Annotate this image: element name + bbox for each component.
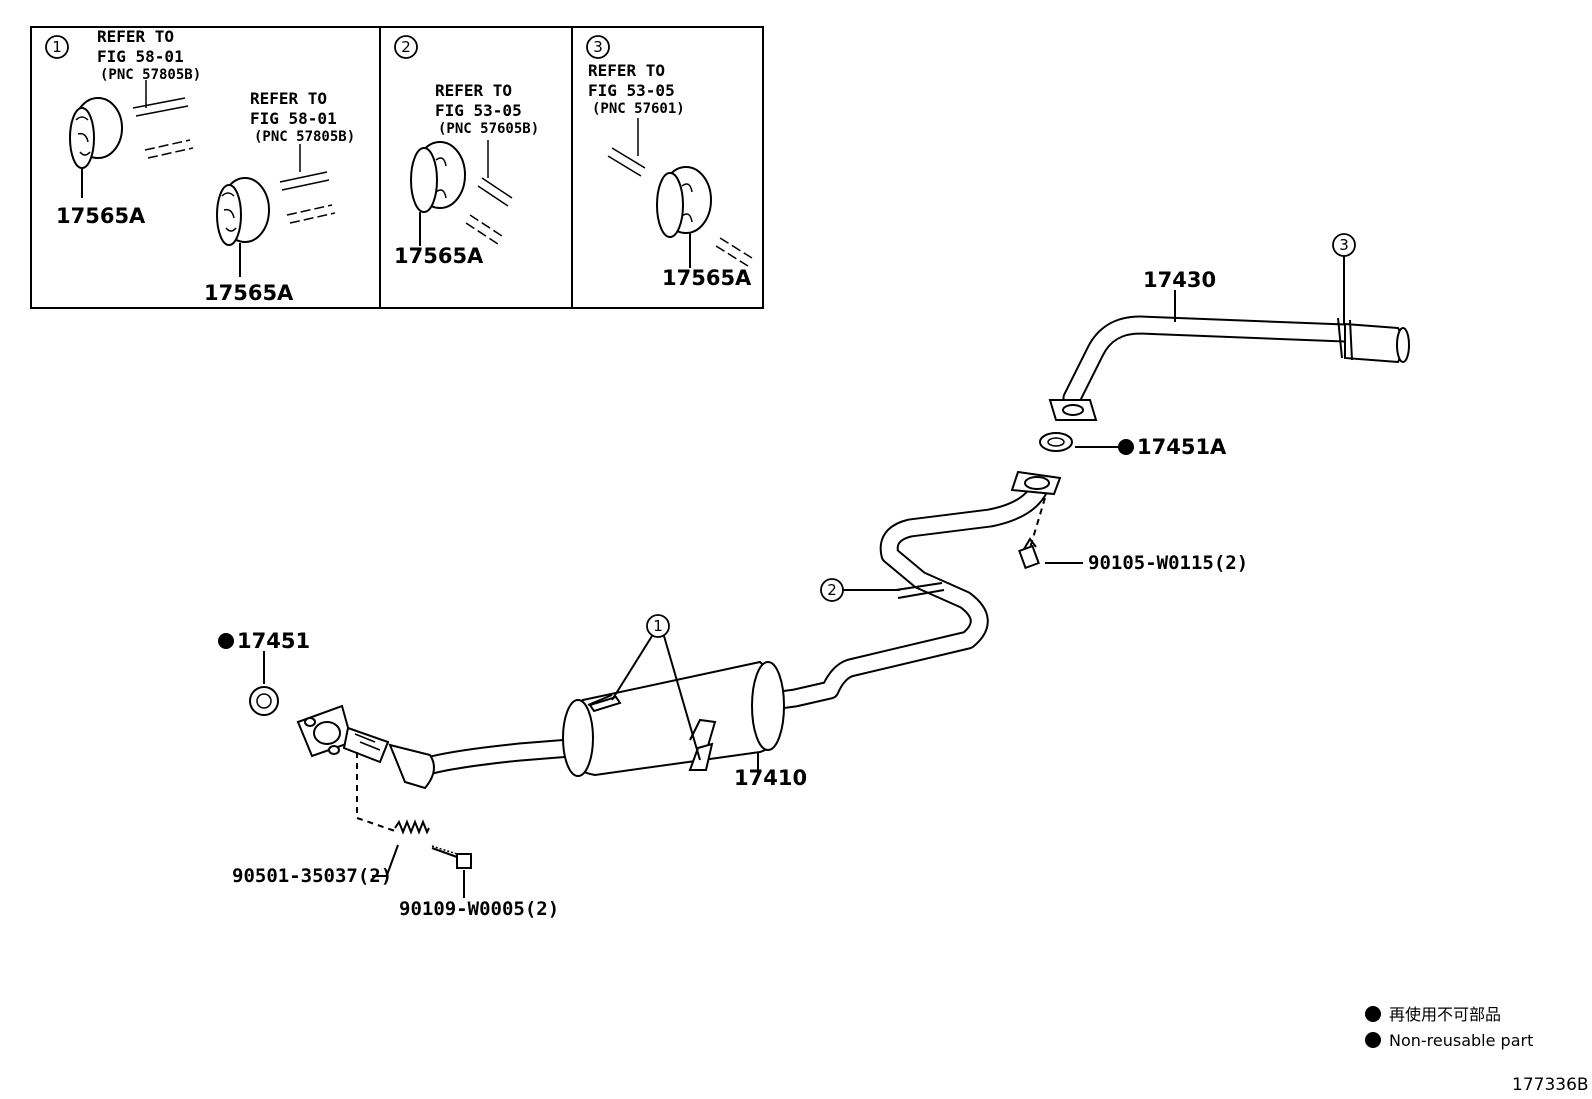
mid-callout: 2 [820,578,844,602]
inset-2-ref-line2: FIG 53-05 [435,101,522,120]
gasket-a-label: 17451A [1137,435,1227,459]
inset-2: 2 REFER TO FIG 53-05 (PNC 57605B) 17565A [394,35,539,268]
svg-text:1: 1 [52,38,62,56]
bolt-upper-label: 90105-W0115(2) [1088,552,1248,574]
svg-text:3: 3 [593,38,603,56]
non-reusable-mark [1118,439,1134,455]
legend: 再使用不可部品 Non-reusable part [1365,1005,1533,1050]
svg-text:3: 3 [1339,236,1349,254]
inset-1-ref-a-line3: (PNC 57805B) [100,67,201,83]
inset-2-ref-line3: (PNC 57605B) [438,121,539,137]
inset-3: 3 REFER TO FIG 53-05 (PNC 57601) 17565A [586,35,753,290]
spring-label: 90501-35037(2) [232,865,392,887]
inset-1-ref-b-line2: FIG 58-01 [250,109,337,128]
inset-3-callout: 3 [586,35,610,59]
rubber-hanger [69,80,194,198]
inset-3-ref-line1: REFER TO [588,61,665,80]
inset-1-ref-a-line1: REFER TO [97,27,174,46]
inset-frame [30,26,764,309]
gasket-17451 [218,633,279,716]
bolt-upper [1018,537,1083,570]
flange-bolt [431,845,472,898]
inset-1-ref-b-line1: REFER TO [250,89,327,108]
legend-jp: 再使用不可部品 [1389,1005,1501,1024]
inset-1-part-a: 17565A [56,204,146,228]
tail-pipe [1048,256,1410,421]
gasket-front-label: 17451 [237,629,310,653]
inset-3-part: 17565A [662,266,752,290]
svg-text:1: 1 [653,617,663,635]
inset-2-ref-line1: REFER TO [435,81,512,100]
svg-text:2: 2 [827,581,837,599]
inset-1-ref-a-line2: FIG 58-01 [97,47,184,66]
intermediate-pipe [770,470,1062,710]
muffler-callout: 1 [646,614,670,638]
rubber-hanger [410,140,513,247]
bolt-lower-label: 90109-W0005(2) [399,898,559,920]
front-pipe [296,704,435,832]
rubber-hanger [607,118,753,268]
legend-en: Non-reusable part [1389,1031,1533,1050]
figure-number: 177336B [1512,1075,1589,1095]
inset-1-ref-b-line3: (PNC 57805B) [254,129,355,145]
legend-dot-icon [1365,1032,1381,1048]
tail-pipe-label: 17430 [1143,268,1216,292]
inset-3-ref-line2: FIG 53-05 [588,81,675,100]
compression-spring [386,819,430,876]
inset-panels [30,26,764,309]
inset-1-part-b: 17565A [204,281,294,305]
inset-2-callout: 2 [394,35,418,59]
inset-1-callout: 1 [45,35,69,59]
legend-dot-icon [1365,1006,1381,1022]
center-muffler [405,660,785,780]
rubber-hanger [216,144,336,277]
gasket-17451a [1039,432,1134,455]
inset-2-part: 17565A [394,244,484,268]
non-reusable-mark [218,633,234,649]
center-muffler-label: 17410 [734,766,807,790]
inset-3-ref-line3: (PNC 57601) [592,101,685,117]
inset-1: 1 REFER TO FIG 58-01 (PNC 57805B) REFER … [45,27,355,305]
tail-callout: 3 [1332,233,1356,257]
svg-text:2: 2 [401,38,411,56]
